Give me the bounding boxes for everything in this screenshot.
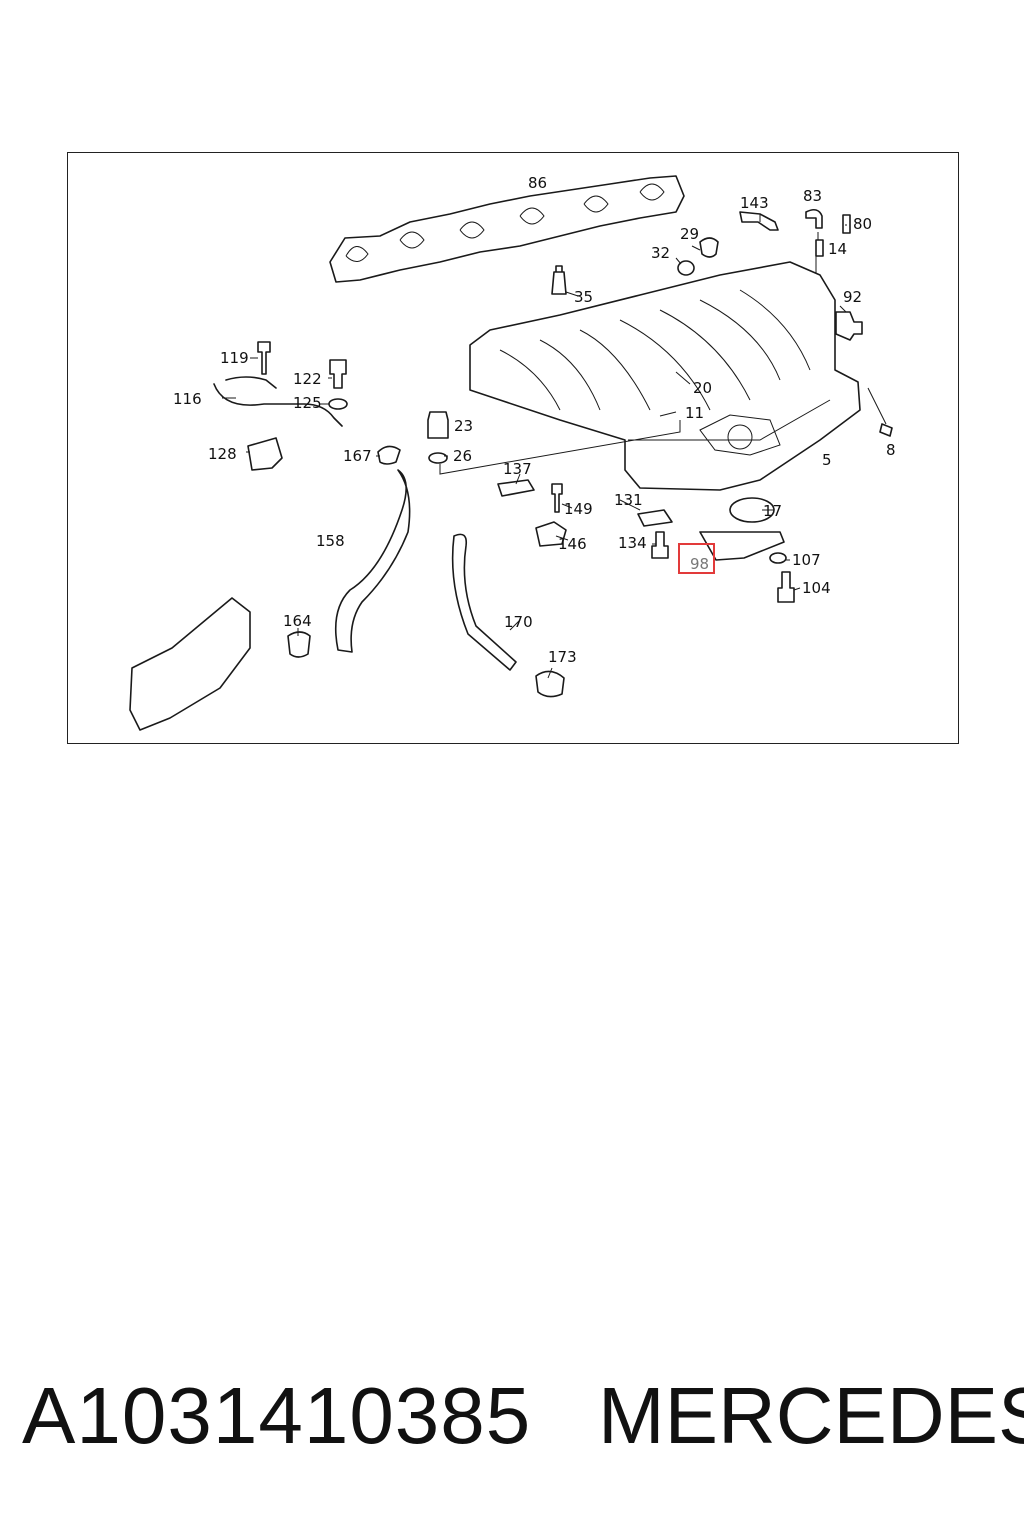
callout-29: 29 [680,225,699,243]
callout-143: 143 [740,194,769,212]
callout-131: 131 [614,491,643,509]
valve-23 [427,411,449,439]
part-number: A1031410385 [22,1371,532,1460]
clamp-173 [535,670,565,698]
bolt-119 [257,341,271,375]
bracket-143 [739,211,779,231]
callout-158: 158 [316,532,345,550]
pin-8 [879,423,893,437]
callout-149: 149 [564,500,593,518]
washer-107 [769,552,787,564]
diagram-frame [67,152,959,744]
callout-164: 164 [283,612,312,630]
intake-manifold-5 [469,261,861,491]
callout-80: 80 [853,215,872,233]
bolt-92 [835,311,863,341]
gasket-86 [329,175,685,283]
leader-lines [222,214,887,679]
callout-122: 122 [293,370,322,388]
callout-116: 116 [173,390,202,408]
callout-98: 98 [690,555,709,573]
callout-23: 23 [454,417,473,435]
hose-170 [451,533,517,671]
callout-83: 83 [803,187,822,205]
callout-17: 17 [763,502,782,520]
callout-20: 20 [693,379,712,397]
sensor-35 [551,265,567,295]
callout-146: 146 [558,535,587,553]
callout-35: 35 [574,288,593,306]
clip-137 [497,479,535,497]
pipe-116 [213,376,343,427]
washer-125 [328,398,348,410]
bracket-128 [247,437,283,471]
callout-170: 170 [504,613,533,631]
cap-167 [377,445,401,465]
callout-8: 8 [886,441,896,459]
cap-29 [699,237,719,258]
small-parts [129,208,893,731]
bolt-134 [651,531,669,559]
callout-14: 14 [828,240,847,258]
callout-92: 92 [843,288,862,306]
callout-11: 11 [685,404,704,422]
clip-131 [637,509,673,527]
callout-137: 137 [503,460,532,478]
callout-173: 173 [548,648,577,666]
callout-134: 134 [618,534,647,552]
hose-158 [334,469,411,653]
callout-119: 119 [220,349,249,367]
bolt-104 [777,571,795,603]
air-duct [129,597,251,731]
callout-5: 5 [822,451,832,469]
callout-86: 86 [528,174,547,192]
callout-32: 32 [651,244,670,262]
callout-26: 26 [453,447,472,465]
banjo-122 [329,359,347,389]
pin-14 [815,239,824,257]
highlight-box-98 [678,543,715,574]
callout-labels: 86 143 83 80 29 32 14 35 92 119 122 116 … [173,174,896,666]
callout-125: 125 [293,394,322,412]
callout-167: 167 [343,447,372,465]
callout-104: 104 [802,579,831,597]
bolt-149 [551,483,563,513]
callout-128: 128 [208,445,237,463]
bracket-146 [535,521,567,547]
pin-80 [842,214,851,234]
washer-26 [428,452,448,464]
hose-83 [805,208,823,229]
clamp-164 [287,631,311,658]
brand-name: MERCEDES [598,1371,1024,1460]
callout-107: 107 [792,551,821,569]
oring-32 [677,260,695,276]
